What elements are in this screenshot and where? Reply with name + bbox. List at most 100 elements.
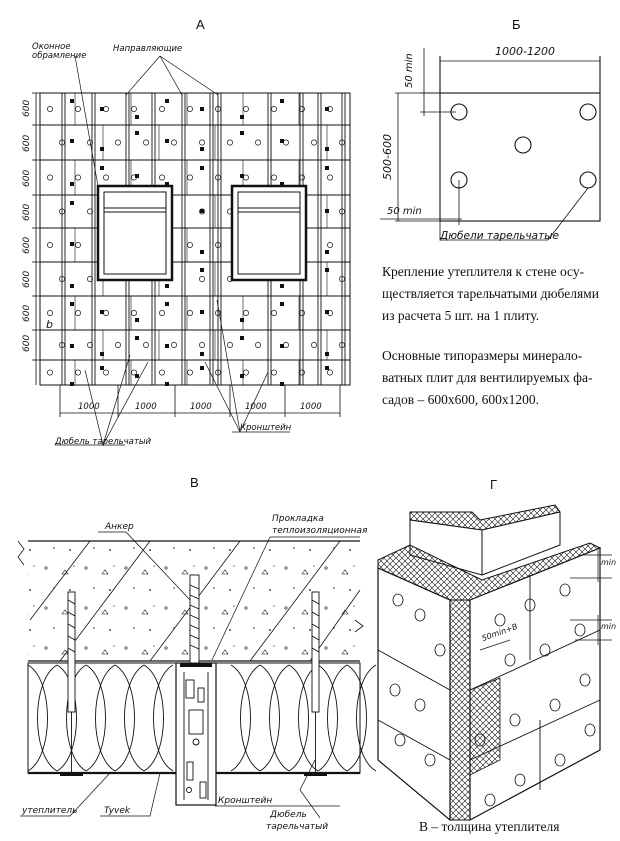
text-line: ватных плит для вентилируемых фа- (382, 370, 593, 385)
insulation-wave (346, 664, 377, 772)
label-gasket-l1: Прокладка (272, 514, 324, 524)
iso-dowel (474, 733, 486, 747)
bracket-mark (100, 366, 104, 370)
bracket-mark (280, 284, 284, 288)
insulation-wave (230, 664, 261, 772)
dowel-mark (299, 106, 305, 112)
bracket-mark (325, 107, 329, 111)
label-dowel-v-l1: Дюбель (270, 810, 307, 820)
bracket-mark (70, 242, 74, 246)
iso-dowel (392, 593, 404, 607)
insulation-wave (259, 664, 290, 772)
col-dim-2: 1000 (135, 402, 157, 412)
label-gasket-l2: теплоизоляционная (272, 526, 368, 536)
dowel-mark (311, 139, 317, 146)
dowel-mark (271, 310, 277, 316)
dowel-mark (75, 174, 81, 181)
dowel-mark (327, 174, 333, 181)
dowel-mark (327, 242, 333, 248)
bracket-mark (200, 166, 204, 170)
iso-dowel (549, 698, 561, 712)
bracket-mark (135, 115, 139, 119)
label-anchor: Анкер (105, 522, 134, 532)
label-guides: Направляющие (113, 44, 183, 54)
bracket-mark (200, 352, 204, 356)
dowel-mark (311, 342, 317, 348)
dowel-mark (339, 276, 345, 282)
dowel-mark (199, 342, 205, 348)
bracket-mark (240, 374, 244, 378)
iso-dowel (574, 623, 586, 637)
bracket-mark (70, 344, 74, 348)
dowel-mark (87, 208, 93, 215)
dowel-mark (47, 242, 53, 248)
iso-dowel (414, 698, 426, 712)
dowel-mark (103, 369, 109, 376)
dowel-mark (243, 106, 249, 112)
dowel-mark (187, 174, 193, 181)
dowel-mark (215, 369, 221, 376)
bracket-mark (325, 268, 329, 272)
bracket-mark (325, 352, 329, 356)
section-b-letter: Б (512, 17, 521, 32)
dowel-mark (243, 310, 249, 316)
bracket-mark (325, 310, 329, 314)
bracket-mark (100, 310, 104, 314)
insulation-wave (27, 664, 58, 772)
iso-dowel (554, 753, 566, 767)
text-paragraph-1: Крепление утеплителя к стене осу- ществл… (382, 261, 599, 327)
dowel-mark (255, 342, 261, 348)
dim-min-bottom: min (601, 622, 617, 631)
label-bracket-v: Кронштейн (218, 796, 273, 806)
bracket-mark (240, 131, 244, 135)
bracket-mark (135, 174, 139, 178)
dowel-mark (171, 342, 177, 348)
iso-dowel (504, 653, 516, 667)
label-dowel-a: Дюбель тарельчатый (55, 437, 152, 447)
bracket-mark (70, 284, 74, 288)
dowel-mark (47, 369, 53, 376)
dowel-mark (215, 174, 221, 181)
dowel-mark (59, 139, 65, 146)
dowel-mark (199, 139, 205, 146)
bracket-mark (325, 166, 329, 170)
section-v-letter: В (190, 475, 199, 490)
text-paragraph-2: Основные типоразмеры минерало- ватных пл… (382, 345, 593, 411)
small-b-mark: b (46, 318, 53, 331)
bracket-mark (165, 99, 169, 103)
bracket-mark (100, 352, 104, 356)
dowel-mark (187, 310, 193, 316)
text-line: садов – 600x600, 600x1200. (382, 392, 540, 407)
dowel-mark (159, 174, 165, 181)
bracket-mark (280, 302, 284, 306)
iso-dowel (434, 643, 446, 657)
bracket-mark (100, 147, 104, 151)
bracket-mark (165, 302, 169, 306)
col-dim-3: 1000 (190, 402, 212, 412)
bracket-mark (70, 182, 74, 186)
iso-dowel (484, 793, 496, 807)
iso-dowel (539, 643, 551, 657)
dowel-mark (339, 139, 345, 146)
insulation-wave (288, 664, 319, 772)
iso-dowel (524, 598, 536, 612)
insulation-wave (143, 664, 174, 772)
iso-dowel (584, 723, 596, 737)
dowel-mark (255, 139, 261, 146)
bracket-mark (70, 201, 74, 205)
dowel-mark (339, 208, 345, 215)
bracket-mark (240, 174, 244, 178)
iso-dowel (514, 773, 526, 787)
dowel-mark (227, 208, 233, 215)
text-line: из расчета 5 шт. на 1 плиту. (382, 308, 540, 323)
bracket-mark (70, 99, 74, 103)
bracket-mark (280, 382, 284, 386)
bracket-mark (280, 139, 284, 143)
dowel-mark (131, 106, 137, 112)
bracket-mark (165, 344, 169, 348)
dowel-mark (215, 106, 221, 112)
dowel-mark (75, 310, 81, 316)
iso-dowel (559, 583, 571, 597)
